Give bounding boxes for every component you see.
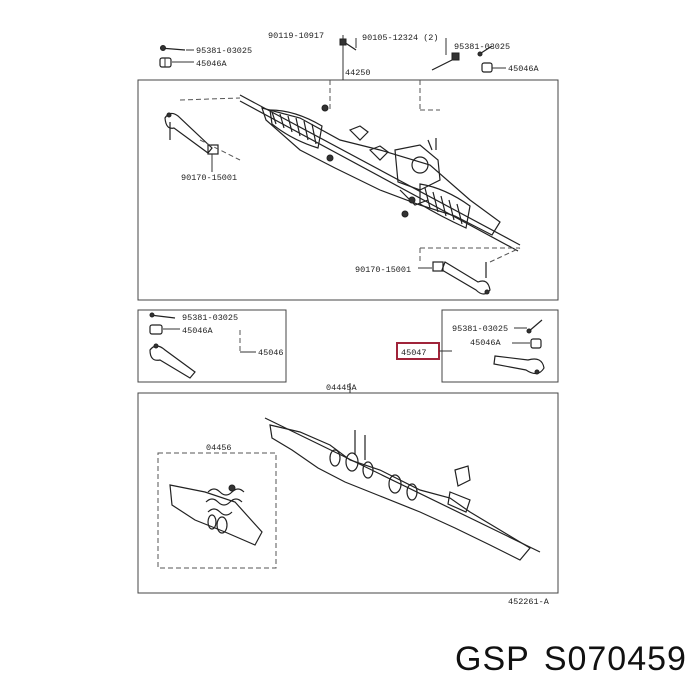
castle-nut-icon [530, 338, 542, 349]
label-rack-assy: 44250 [345, 68, 371, 78]
label-tie-rod-left: 45046 [258, 348, 284, 358]
castle-nut-icon [159, 57, 172, 68]
label-pin-top-left: 95381-03025 [196, 46, 252, 56]
label-pin-box-left: 95381-03025 [182, 313, 238, 323]
bellows-boot-icon [269, 109, 323, 149]
label-nut-box-left: 45046A [182, 326, 214, 336]
brand-part-number: GSP S070459 [455, 640, 700, 679]
lock-nut-icon [432, 261, 444, 272]
cotter-pin-icon [159, 45, 186, 51]
label-nut-top-right: 45046A [508, 64, 540, 74]
label-nut-top-left: 45046A [196, 59, 228, 69]
label-90105-12324: 90105-12324 (2) [362, 33, 439, 43]
cotter-pin-icon [149, 312, 176, 319]
bolt-icon [339, 38, 357, 51]
cotter-pin-icon [526, 319, 543, 334]
gasket-kit-frame [157, 452, 277, 569]
tie-rod-end-right-box [493, 355, 545, 375]
seal-ring-icon [329, 449, 418, 501]
spring-coil-icon [205, 488, 245, 516]
right-tie-rod-frame [441, 309, 559, 383]
tie-rod-end-right [441, 261, 491, 295]
gear-assembly-exploded [264, 417, 541, 561]
label-nut-box-right: 45046A [470, 338, 502, 348]
castle-nut-icon [149, 324, 163, 335]
label-pin-top-right: 95381-03025 [454, 42, 510, 52]
brand-name: GSP [455, 640, 530, 678]
cotter-pin-icon [477, 45, 493, 57]
part-number: S070459 [543, 640, 687, 678]
label-nut-right: 90170-15001 [355, 265, 411, 275]
tie-rod-end-left [164, 112, 213, 154]
castle-nut-icon [481, 62, 493, 73]
bellows-boot-icon [419, 183, 471, 229]
lower-frame [137, 392, 559, 594]
upper-frame [137, 79, 559, 301]
label-gear-assy: 04445A [326, 383, 358, 393]
label-gasket-kit: 04456 [206, 443, 232, 453]
steering-rack-assembly [239, 94, 521, 252]
left-tie-rod-frame [137, 309, 287, 383]
bolt-icon [431, 52, 460, 71]
label-pin-box-right: 95381-03025 [452, 324, 508, 334]
label-90119-10917: 90119-10917 [268, 31, 324, 41]
gasket-kit-parts [169, 484, 263, 546]
label-tie-rod-right: 45047 [401, 348, 427, 358]
label-diagram-code: 452261-A [508, 597, 550, 607]
label-nut-left: 90170-15001 [181, 173, 237, 183]
tie-rod-end-left-box [149, 343, 196, 379]
